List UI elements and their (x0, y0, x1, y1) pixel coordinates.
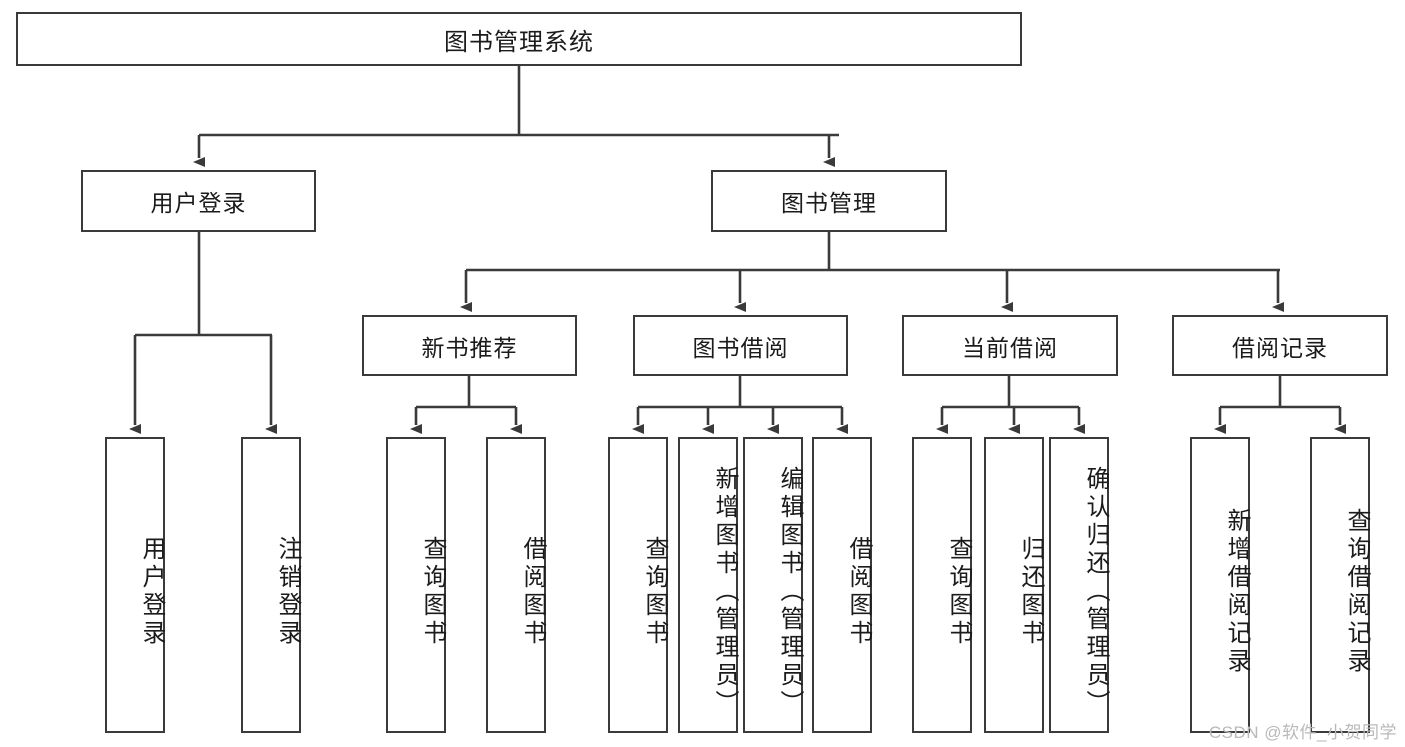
leaf-add-book-admin[interactable]: 新增图书（管理员） (678, 437, 738, 733)
node-root[interactable]: 图书管理系统 (16, 12, 1022, 66)
leaf-borrow-book[interactable]: 借阅图书 (812, 437, 872, 733)
leaf-return-book[interactable]: 归还图书 (984, 437, 1044, 733)
node-user-login[interactable]: 用户登录 (81, 170, 316, 232)
node-new-book-recommend[interactable]: 新书推荐 (362, 315, 577, 376)
leaf-borrow-book-newbook[interactable]: 借阅图书 (486, 437, 546, 733)
leaf-user-login[interactable]: 用户登录 (105, 437, 165, 733)
leaf-edit-book-admin[interactable]: 编辑图书（管理员） (743, 437, 803, 733)
leaf-logout[interactable]: 注销登录 (241, 437, 301, 733)
leaf-query-book-newbook[interactable]: 查询图书 (386, 437, 446, 733)
leaf-query-book-borrow[interactable]: 查询图书 (608, 437, 668, 733)
leaf-confirm-return-admin[interactable]: 确认归还（管理员） (1049, 437, 1109, 733)
node-book-borrow[interactable]: 图书借阅 (633, 315, 848, 376)
node-borrow-records[interactable]: 借阅记录 (1172, 315, 1388, 376)
node-book-management[interactable]: 图书管理 (711, 170, 947, 232)
leaf-add-borrow-record[interactable]: 新增借阅记录 (1190, 437, 1250, 733)
node-current-borrow[interactable]: 当前借阅 (902, 315, 1118, 376)
csdn-watermark: CSDN @软件_小贺同学 (1208, 723, 1397, 742)
leaf-query-borrow-record[interactable]: 查询借阅记录 (1310, 437, 1370, 733)
leaf-query-book-current[interactable]: 查询图书 (912, 437, 972, 733)
